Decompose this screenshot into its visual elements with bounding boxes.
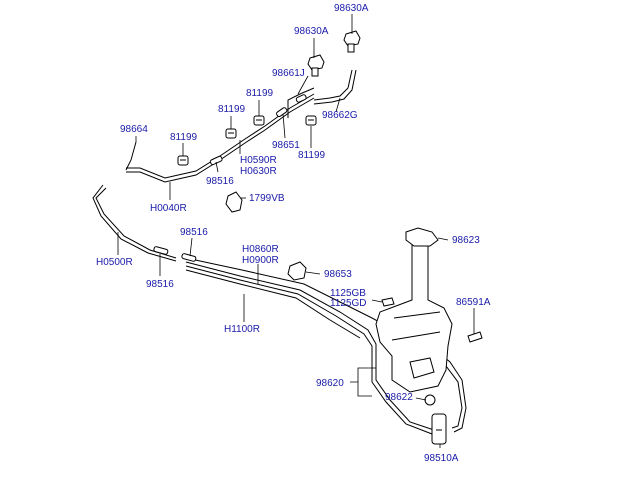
- hose-98662g-2: [313, 69, 357, 105]
- leader-98651: [282, 113, 286, 139]
- clip-81199-c: [253, 115, 265, 126]
- leader-98661j: [297, 75, 309, 95]
- label-h0590r: H0590R: [240, 155, 277, 166]
- leader-98623: [437, 237, 449, 241]
- label-98662g: 98662G: [322, 110, 358, 121]
- hose-h0900r: [185, 269, 361, 339]
- leader-98662g: [335, 97, 341, 113]
- hose-h1100r-2: [185, 265, 433, 435]
- hose-h0500r: [95, 187, 177, 259]
- hose-h0500r-2: [92, 184, 177, 262]
- hose-h1100r: [185, 261, 435, 431]
- label-98516-a: 98516: [206, 176, 234, 187]
- connector-98516-a: [209, 155, 223, 166]
- label-1799vb: 1799VB: [249, 193, 285, 204]
- clip-81199-a: [177, 155, 189, 166]
- label-81199-right: 81199: [298, 150, 326, 161]
- label-98651: 98651: [272, 140, 300, 151]
- connector-98516-b: [181, 253, 197, 262]
- hose-98664: [125, 141, 137, 171]
- label-h0860r: H0860R: [242, 244, 279, 255]
- label-98653: 98653: [324, 269, 352, 280]
- nozzle-98630a-upper: [343, 30, 361, 53]
- bolt-86591a: [467, 331, 483, 343]
- label-h0500r: H0500R: [96, 257, 133, 268]
- label-98516-c: 98516: [146, 279, 174, 290]
- hose-98661j: [287, 87, 315, 118]
- connector-98516-c: [153, 246, 169, 255]
- hose-right-loop: [437, 351, 467, 433]
- leader-98653: [305, 271, 321, 275]
- label-h0040r: H0040R: [150, 203, 187, 214]
- clip-1799vb: [225, 191, 243, 213]
- hose-98662g: [313, 69, 353, 101]
- label-1125gd: 1125GD: [330, 298, 367, 309]
- bolt-1125gb: [381, 297, 395, 307]
- label-98620: 98620: [316, 378, 344, 389]
- connector-98661j: [295, 94, 307, 103]
- leader-98516-a: [215, 161, 219, 173]
- filler-cap-98623: [405, 227, 439, 247]
- hose-h0860r: [185, 257, 395, 331]
- clip-81199-b: [225, 128, 237, 139]
- label-98510a: 98510A: [424, 453, 459, 464]
- label-98630a-mid: 98630A: [294, 26, 329, 37]
- label-98516-b: 98516: [180, 227, 208, 238]
- leader-98620: [350, 367, 376, 397]
- leader-1125gb: [371, 299, 383, 303]
- clip-81199-d: [305, 115, 317, 126]
- label-h0900r: H0900R: [242, 255, 279, 266]
- label-98623: 98623: [452, 235, 480, 246]
- pump-98510a: [431, 413, 447, 445]
- label-81199-left: 81199: [170, 132, 198, 143]
- washer-reservoir: [375, 237, 453, 393]
- label-h0630r: H0630R: [240, 166, 277, 177]
- leader-98516-b: [189, 237, 193, 257]
- label-h1100r: H1100R: [224, 324, 260, 335]
- label-1125gb: 1125GB: [330, 288, 366, 299]
- grommet-98622: [424, 394, 436, 406]
- connector-98651: [276, 107, 288, 118]
- label-86591a: 86591A: [456, 297, 491, 308]
- label-81199-top: 81199: [246, 88, 274, 99]
- label-98664: 98664: [120, 124, 148, 135]
- label-81199-mid: 81199: [218, 104, 246, 115]
- label-98661j: 98661J: [272, 68, 305, 79]
- clip-98653: [287, 261, 307, 281]
- label-98630a-top: 98630A: [334, 3, 369, 14]
- leader-98622: [415, 397, 427, 401]
- nozzle-98630a-lower: [307, 54, 325, 77]
- label-98622: 98622: [385, 392, 413, 403]
